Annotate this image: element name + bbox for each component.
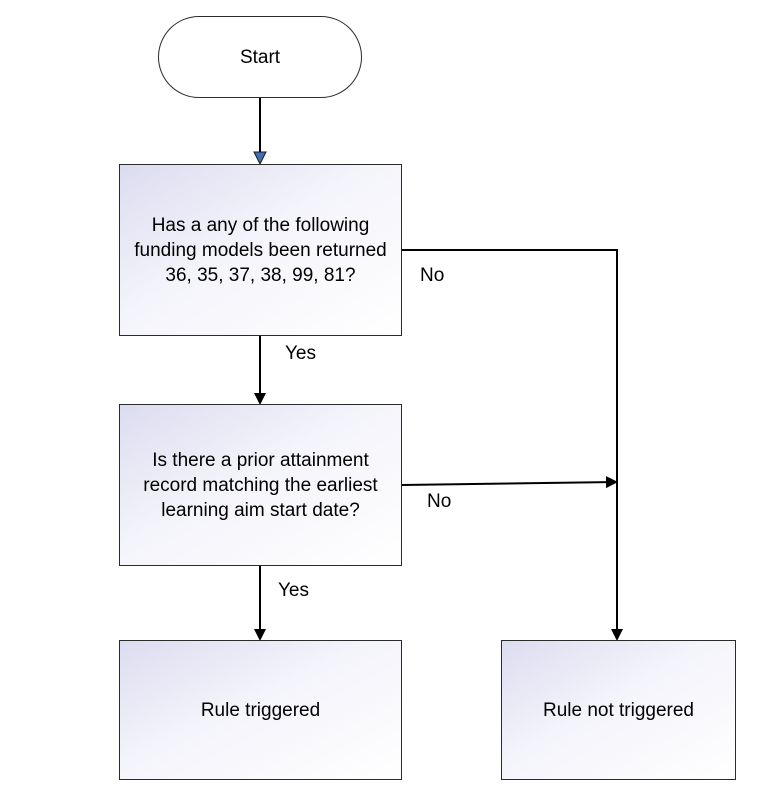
prior-no-label: No — [427, 491, 452, 512]
start-label: Start — [239, 46, 281, 68]
start-arrowhead-icon — [253, 151, 267, 166]
prior-attainment-decision-text: Is there a prior attainment record match… — [143, 449, 378, 521]
rule-triggered-text: Rule triggered — [200, 699, 321, 721]
rule-triggered-box: Rule triggered — [119, 640, 402, 780]
prior-attainment-decision: Is there a prior attainment record match… — [119, 404, 402, 566]
connector-funding-no — [402, 249, 623, 641]
start-terminator: Start — [158, 16, 362, 98]
prior-yes-label: Yes — [278, 580, 309, 601]
funding-no-label: No — [420, 265, 445, 286]
rule-not-triggered-box: Rule not triggered — [501, 640, 736, 780]
connector-prior-no — [401, 476, 618, 489]
funding-model-decision: Has a any of the following funding model… — [119, 164, 402, 336]
funding-yes-label: Yes — [285, 343, 316, 364]
rule-not-triggered-text: Rule not triggered — [542, 699, 695, 721]
funding-model-decision-text: Has a any of the following funding model… — [134, 214, 387, 286]
